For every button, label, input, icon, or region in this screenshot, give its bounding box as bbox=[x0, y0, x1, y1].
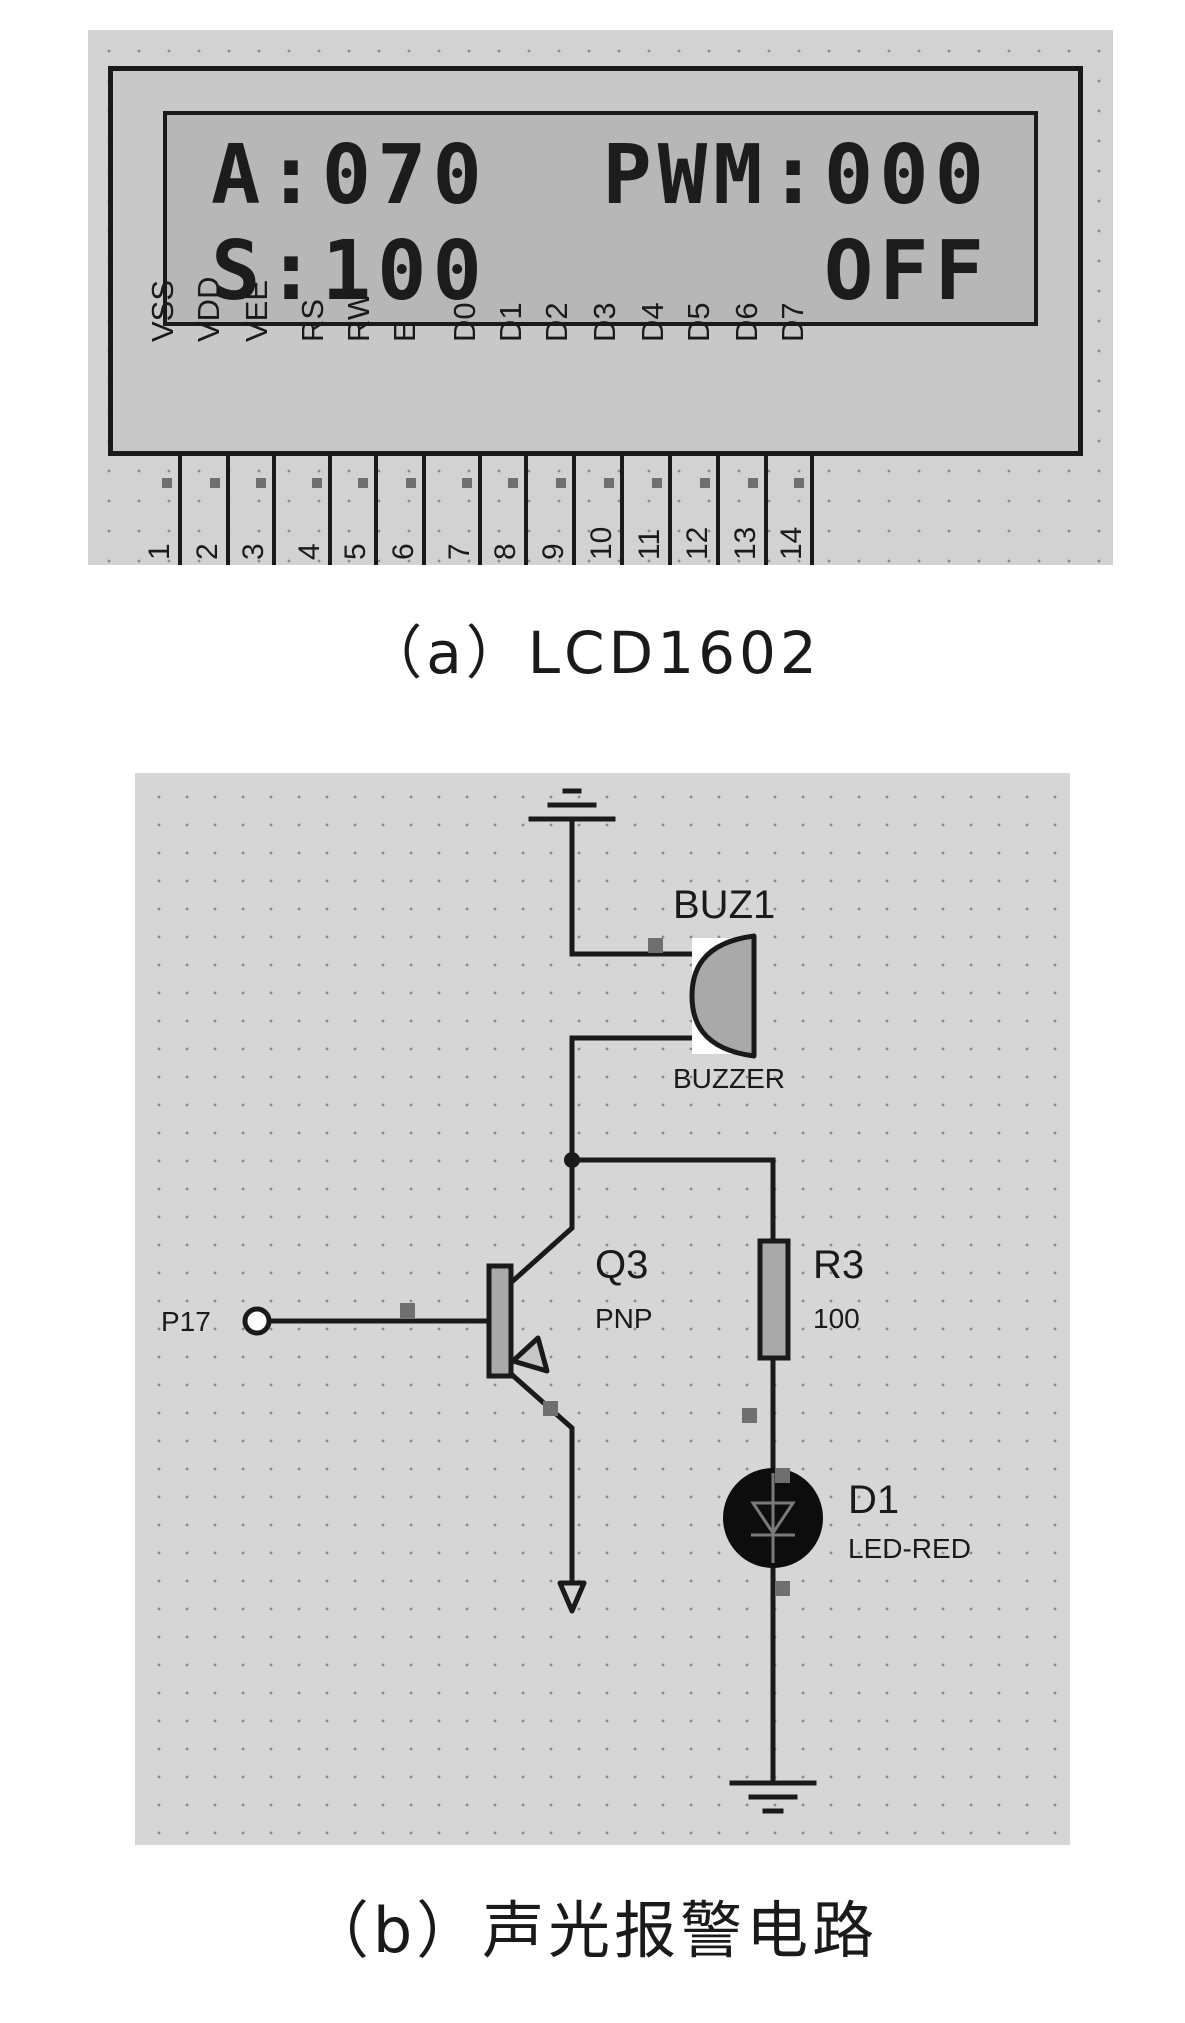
resistor-symbol bbox=[757, 1238, 791, 1361]
lcd-pin-marker bbox=[748, 478, 758, 488]
lcd-pin-number: 5 bbox=[339, 543, 372, 560]
lcd-pin-number: 8 bbox=[489, 543, 522, 560]
transistor-ref-label: Q3 bbox=[595, 1243, 648, 1287]
lcd-pin-name: D4 bbox=[635, 302, 670, 342]
caption-b: （b）声光报警电路 bbox=[306, 1894, 879, 1967]
lcd-pin-number: 14 bbox=[775, 526, 808, 560]
lcd-line-2: S:100 OFF bbox=[211, 227, 990, 317]
input-port-label: P17 bbox=[161, 1306, 211, 1337]
lcd-pin-name: RW bbox=[341, 290, 376, 342]
lcd-pin-number: 9 bbox=[537, 543, 570, 560]
top-ground-symbol bbox=[528, 788, 616, 822]
wire-emitter bbox=[506, 1369, 575, 1586]
lcd-pin-name: D5 bbox=[681, 302, 716, 342]
lcd-pin-marker bbox=[604, 478, 614, 488]
led-symbol bbox=[723, 1468, 823, 1568]
pin-markers bbox=[400, 938, 790, 1596]
lcd-pin-lead bbox=[716, 456, 720, 565]
lcd-pin-lead bbox=[572, 456, 576, 565]
lcd-pin-number: 4 bbox=[293, 543, 326, 560]
lcd-pin-marker bbox=[794, 478, 804, 488]
transistor-body bbox=[486, 1263, 514, 1379]
resistor-ref-label: R3 bbox=[813, 1243, 864, 1287]
lcd-pin-marker bbox=[162, 478, 172, 488]
lcd-pin-number: 1 bbox=[143, 543, 176, 560]
lcd-pin-lead bbox=[328, 456, 332, 565]
lcd-pin-marker bbox=[406, 478, 416, 488]
lcd-pin-lead bbox=[422, 456, 426, 565]
lcd-line1-left: A:070 bbox=[211, 128, 488, 223]
lcd-pin-number: 6 bbox=[387, 543, 420, 560]
junction-dot bbox=[564, 1152, 580, 1168]
resistor-value-label: 100 bbox=[813, 1303, 860, 1334]
input-port-p17 bbox=[242, 1306, 272, 1336]
lcd-pin-lead bbox=[178, 456, 182, 565]
lcd-pin-marker bbox=[210, 478, 220, 488]
emitter-ground-symbol bbox=[557, 1580, 587, 1614]
lcd-pin-lead bbox=[764, 456, 768, 565]
wire-buzzer-node bbox=[569, 1035, 695, 1163]
lcd-pin-name: D2 bbox=[539, 302, 574, 342]
circuit-schematic: BUZ1 BUZZER Q3 PNP R3 100 D1 LED-RED P17 bbox=[161, 788, 971, 1814]
lcd-screen: A:070 PWM:000 S:100 OFF bbox=[163, 111, 1038, 326]
lcd-pin-number: 10 bbox=[585, 526, 618, 560]
lcd-pin-number: 13 bbox=[729, 526, 762, 560]
lcd-pin-name: D1 bbox=[493, 302, 528, 342]
emitter-arrow bbox=[510, 1335, 550, 1374]
lcd-pin-lead bbox=[620, 456, 624, 565]
lcd-pin-number: 7 bbox=[443, 543, 476, 560]
lcd-pin-lead bbox=[272, 456, 276, 565]
wire-collector bbox=[501, 1157, 575, 1292]
lcd-pin-marker bbox=[652, 478, 662, 488]
lcd-pin-marker bbox=[462, 478, 472, 488]
lcd-pin-name: D7 bbox=[775, 302, 810, 342]
lcd-line2-left: S:100 bbox=[211, 224, 488, 319]
caption-a: （a）LCD1602 bbox=[364, 619, 821, 687]
buzzer-value-label: BUZZER bbox=[673, 1063, 785, 1094]
lcd-pin-lead bbox=[810, 456, 814, 565]
lcd-pin-lead bbox=[226, 456, 230, 565]
lcd-pin-number: 2 bbox=[191, 543, 224, 560]
wire-ground-buzzer bbox=[569, 816, 695, 957]
lcd-pin-name: D6 bbox=[729, 302, 764, 342]
buzzer-symbol bbox=[689, 933, 757, 1059]
lcd-pin-lead bbox=[374, 456, 378, 565]
bottom-ground-symbol bbox=[729, 1780, 817, 1814]
led-value-label: LED-RED bbox=[848, 1533, 971, 1564]
lcd-pin-name: VEE bbox=[239, 279, 274, 342]
transistor-type-label: PNP bbox=[595, 1303, 653, 1334]
lcd-pin-name: RS bbox=[295, 298, 330, 342]
lcd-pin-name: D3 bbox=[587, 302, 622, 342]
lcd-pin-number: 12 bbox=[681, 526, 714, 560]
lcd-pin-name: VDD bbox=[191, 276, 226, 342]
lcd-pin-name: VSS bbox=[145, 279, 180, 342]
alarm-circuit-panel: BUZ1 BUZZER Q3 PNP R3 100 D1 LED-RED P17 bbox=[135, 773, 1070, 1845]
lcd-pin-marker bbox=[700, 478, 710, 488]
lcd-module: A:070 PWM:000 S:100 OFF bbox=[108, 66, 1083, 456]
lcd-pin-marker bbox=[358, 478, 368, 488]
lcd-pin-number: 11 bbox=[633, 528, 666, 560]
lcd-line1-right: PWM:000 bbox=[602, 128, 990, 223]
lcd-pin-marker bbox=[556, 478, 566, 488]
lcd-pin-marker bbox=[312, 478, 322, 488]
lcd-pin-lead bbox=[478, 456, 482, 565]
buzzer-ref-label: BUZ1 bbox=[673, 883, 775, 927]
led-ref-label: D1 bbox=[848, 1478, 899, 1522]
lcd-pin-marker bbox=[256, 478, 266, 488]
lcd-pin-lead bbox=[524, 456, 528, 565]
lcd-pin-name: D0 bbox=[447, 302, 482, 342]
wire-node-resistor bbox=[569, 1157, 776, 1244]
lcd-pin-marker bbox=[508, 478, 518, 488]
lcd-line2-right: OFF bbox=[823, 224, 990, 319]
lcd-pin-lead bbox=[668, 456, 672, 565]
lcd-pin-name: E bbox=[387, 321, 422, 342]
lcd-pin-number: 3 bbox=[237, 543, 270, 560]
lcd1602-panel: A:070 PWM:000 S:100 OFF VSS 1 VDD 2 VEE 3 RS 4 R… bbox=[88, 30, 1113, 565]
lcd-line-1: A:070 PWM:000 bbox=[211, 131, 990, 221]
